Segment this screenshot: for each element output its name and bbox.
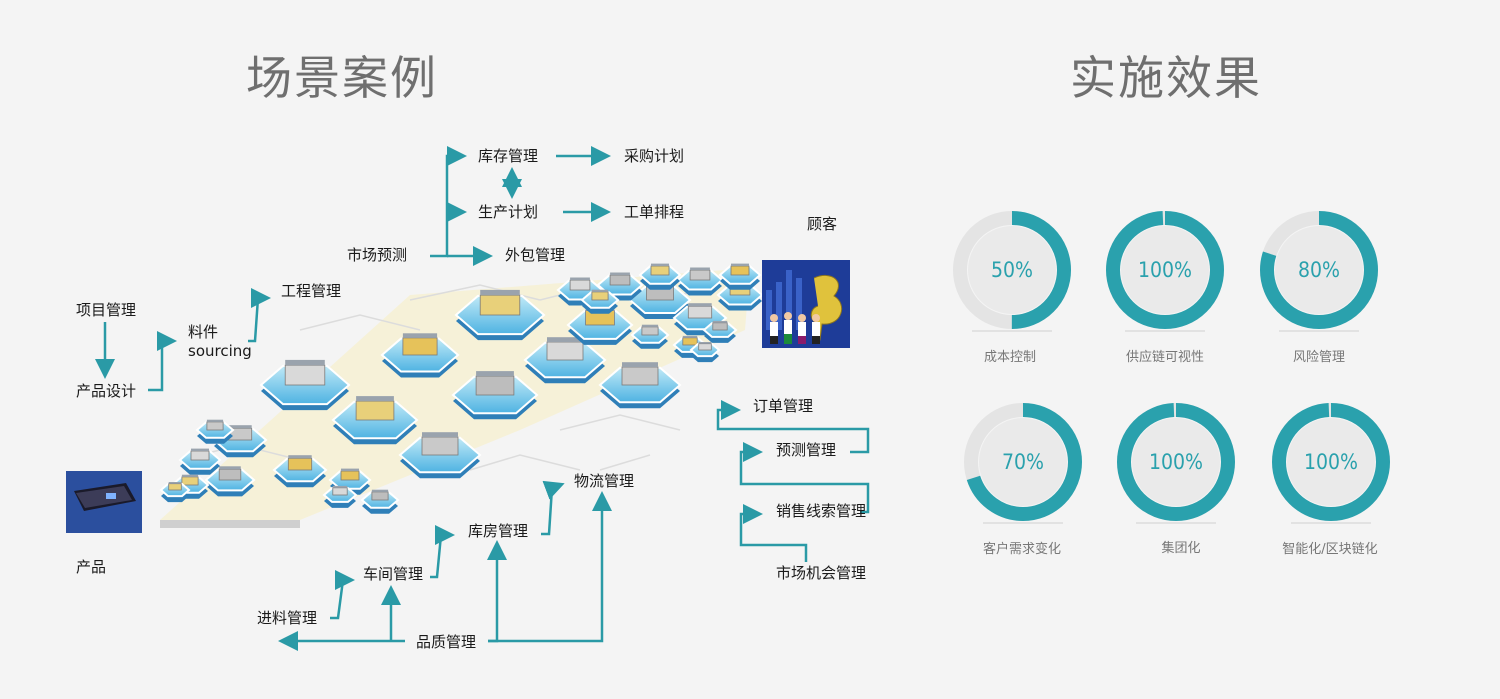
factory-roof xyxy=(371,489,389,492)
factory-roof xyxy=(332,485,348,488)
logistics-management-label: 物流管理 xyxy=(574,472,635,490)
factory-roof xyxy=(682,335,698,338)
factory-roof xyxy=(228,425,252,429)
group-ring-inner xyxy=(1132,418,1220,506)
factory-roof xyxy=(191,448,209,451)
factory-roof xyxy=(422,432,458,437)
scene-cases-title: 场景案例 xyxy=(246,51,438,105)
factory-building xyxy=(284,364,326,386)
supply-chain-visibility-ring-arc xyxy=(1106,211,1224,329)
factory-roof xyxy=(206,419,224,422)
product-design-label: 产品设计 xyxy=(76,382,137,400)
factory-roof xyxy=(402,333,438,338)
factory-roof xyxy=(356,396,394,402)
factory-roof xyxy=(622,362,658,367)
customer-demand-change-ring-inner xyxy=(979,418,1067,506)
cost-control-percent: 50% xyxy=(991,258,1033,282)
inventory-management-label: 库存管理 xyxy=(478,147,539,165)
forecast-management-label: 预测管理 xyxy=(776,441,837,459)
cost-control-ring-inner xyxy=(968,226,1056,314)
customer-label: 顾客 xyxy=(807,215,838,233)
product-image xyxy=(66,471,142,533)
customer-image xyxy=(762,260,850,348)
factory-roof xyxy=(219,466,241,470)
work-order-scheduling-label: 工单排程 xyxy=(624,203,685,221)
implementation-effect-title: 实施效果 xyxy=(1070,51,1262,105)
quality-management-label: 品质管理 xyxy=(416,633,477,651)
factory-building xyxy=(218,468,242,481)
factory-roof xyxy=(651,263,669,266)
product-label: 产品 xyxy=(76,558,107,576)
group-percent: 100% xyxy=(1148,450,1203,474)
intelligent-blockchain-label: 智能化/区块链化 xyxy=(1282,542,1378,557)
sales-leads-management-label: 销售线索管理 xyxy=(776,502,867,520)
cost-control-ring-arc xyxy=(953,211,1071,329)
factory-roof xyxy=(698,342,712,344)
market-opportunity-management-label: 市场机会管理 xyxy=(776,564,867,582)
factory-roof xyxy=(181,474,199,477)
sourcing-label: sourcing xyxy=(188,342,252,360)
factory-roof xyxy=(480,289,520,296)
factory-roof xyxy=(547,337,583,342)
factory-roof xyxy=(285,359,325,366)
intelligent-blockchain-ring-arc xyxy=(1272,403,1390,521)
purchase-plan-label: 采购计划 xyxy=(624,147,685,165)
intelligent-blockchain-ring-inner xyxy=(1287,418,1375,506)
workshop-management-label: 车间管理 xyxy=(363,565,424,583)
factory-roof xyxy=(570,277,590,281)
factory-roof xyxy=(288,455,312,459)
supply-chain-visibility-percent: 100% xyxy=(1137,258,1192,282)
customer-demand-change-ring-arc xyxy=(964,403,1082,521)
customer-demand-change-label: 客户需求变化 xyxy=(982,542,1061,557)
factory-roof xyxy=(731,263,749,266)
supply-chain-visibility-ring-inner xyxy=(1121,226,1209,314)
factory-roof xyxy=(610,272,630,276)
supply-chain-visibility-label: 供应链可视性 xyxy=(1125,350,1204,365)
risk-management-percent: 80% xyxy=(1298,258,1340,282)
market-forecast-label: 市场预测 xyxy=(347,246,408,264)
engineering-management-label: 工程管理 xyxy=(281,282,342,300)
factory-roof xyxy=(688,303,712,307)
customer-demand-change-percent: 70% xyxy=(1002,450,1044,474)
factory-roof xyxy=(712,320,728,323)
group-label: 集团化 xyxy=(1161,541,1201,556)
factory-building xyxy=(479,294,521,316)
factory-roof xyxy=(641,324,659,327)
factory-roof xyxy=(591,289,609,292)
order-management-label: 订单管理 xyxy=(753,397,814,415)
factory-roof xyxy=(168,482,182,484)
intelligent-blockchain-percent: 100% xyxy=(1303,450,1358,474)
group-ring-arc xyxy=(1117,403,1235,521)
material-label: 料件 xyxy=(188,323,219,341)
outsourcing-management-label: 外包管理 xyxy=(505,246,566,264)
cost-control-label: 成本控制 xyxy=(983,350,1036,365)
incoming-material-management-label: 进料管理 xyxy=(257,609,318,627)
risk-management-label: 风险管理 xyxy=(1292,350,1345,365)
risk-management-ring-inner xyxy=(1275,226,1363,314)
project-management-label: 项目管理 xyxy=(76,301,137,319)
production-plan-label: 生产计划 xyxy=(478,203,539,221)
factory-roof xyxy=(341,468,359,471)
factory-roof xyxy=(690,267,710,271)
factory-roof xyxy=(476,371,514,377)
warehouse-management-label: 库房管理 xyxy=(468,522,529,540)
risk-management-ring-arc xyxy=(1260,211,1378,329)
